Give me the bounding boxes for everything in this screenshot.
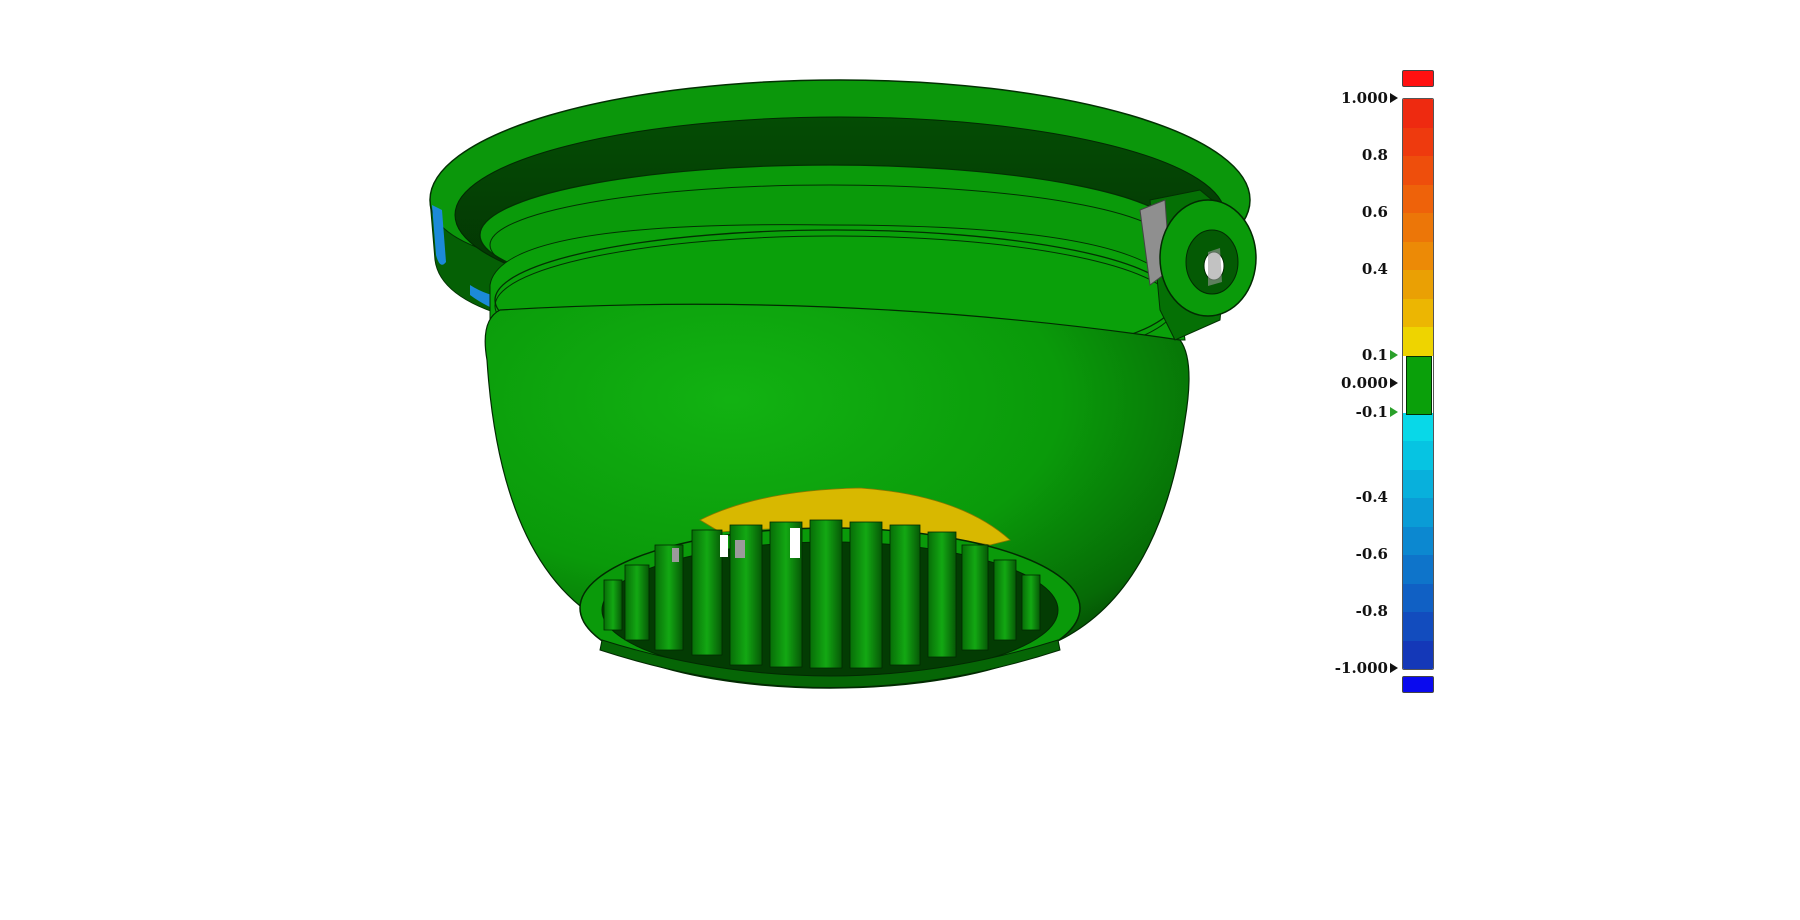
legend-tick-label: 0.8 — [1361, 146, 1388, 164]
legend-swatch — [1403, 327, 1433, 356]
legend-swatch — [1403, 99, 1433, 128]
legend-swatch — [1403, 469, 1433, 498]
legend-color-bar — [1402, 98, 1434, 670]
deviation-model[interactable] — [0, 0, 1300, 780]
legend-tick-label: -1.000 — [1334, 659, 1388, 677]
legend-tick-label: 0.6 — [1361, 203, 1388, 221]
legend-tolerance-marker — [1390, 349, 1398, 360]
legend-tick-label: -0.1 — [1355, 402, 1388, 421]
legend-tick-label: -0.8 — [1355, 602, 1388, 620]
legend-under-range-cap — [1402, 676, 1434, 693]
legend-tick-label: 1.000 — [1341, 89, 1388, 107]
legend-swatch — [1403, 184, 1433, 213]
bottom-opening-front-lip — [599, 639, 1061, 688]
legend-swatch — [1403, 583, 1433, 612]
legend-tick-label: 0.1 — [1361, 345, 1388, 364]
legend-swatch — [1403, 270, 1433, 299]
legend-marker — [1390, 378, 1398, 388]
deviation-color-legend: 1.000 0.8 0.6 0.4 0.1 0.000 -0.1 -0.4 -0.6 -0.8 -1… — [1310, 70, 1450, 693]
legend-swatch — [1403, 298, 1433, 327]
legend-swatch — [1403, 498, 1433, 527]
legend-marker — [1390, 93, 1398, 103]
mounting-lug — [1139, 189, 1257, 341]
legend-swatch — [1403, 241, 1433, 270]
legend-tolerance-marker — [1390, 406, 1398, 417]
legend-tick-label: 0.4 — [1361, 260, 1388, 278]
legend-over-range-cap — [1402, 70, 1434, 87]
internal-splines — [603, 519, 1041, 669]
legend-swatch — [1403, 526, 1433, 555]
legend-swatch — [1403, 156, 1433, 185]
legend-tick-label: -0.6 — [1355, 545, 1388, 563]
legend-swatch — [1403, 127, 1433, 156]
legend-tick-label: 0.000 — [1341, 374, 1388, 392]
legend-tolerance-band — [1406, 355, 1432, 415]
legend-tick-label: -0.4 — [1355, 488, 1388, 506]
flange-rim-blue-patch — [432, 205, 446, 265]
legend-marker — [1390, 663, 1398, 673]
legend-swatch — [1403, 640, 1433, 669]
legend-swatch — [1403, 555, 1433, 584]
legend-swatch — [1403, 213, 1433, 242]
legend-swatch — [1403, 412, 1433, 441]
legend-swatch — [1403, 441, 1433, 470]
legend-swatch — [1403, 612, 1433, 641]
